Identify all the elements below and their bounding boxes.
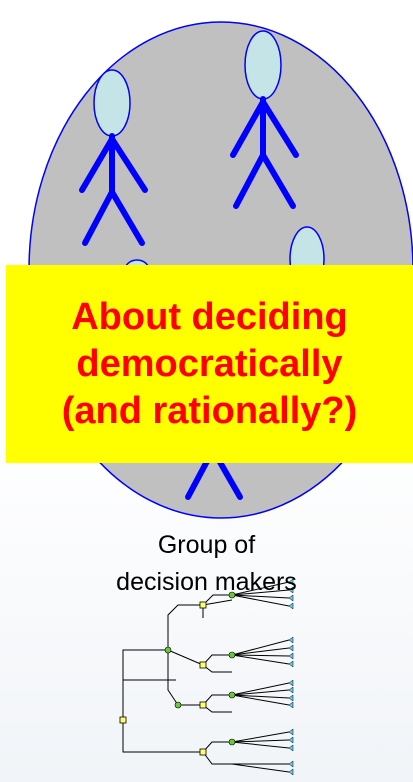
chance-node [228, 651, 236, 659]
decision-tree-nodes [119, 591, 236, 756]
group-caption: Group of decision makers [0, 527, 413, 601]
terminal-node [288, 679, 294, 687]
stick-figure-right [230, 30, 299, 209]
title-banner: About deciding democratically (and ratio… [6, 265, 413, 463]
terminal-node [288, 578, 294, 586]
caption-line-2: decision makers [116, 568, 297, 596]
stick-figure-head [244, 30, 282, 100]
chance-node [174, 701, 182, 709]
terminal-node [288, 728, 294, 736]
terminal-node [288, 686, 294, 694]
decision-node [199, 748, 207, 756]
terminal-node [288, 660, 294, 668]
banner-line-1: About deciding [71, 295, 348, 338]
chance-node [228, 591, 236, 599]
decision-tree-terminals [288, 578, 294, 776]
banner-line-2: democratically [76, 342, 343, 385]
stick-figure-head [93, 69, 131, 137]
terminal-node [288, 768, 294, 776]
terminal-node [288, 694, 294, 702]
caption-line-1: Group of [157, 531, 256, 559]
decision-node [199, 661, 207, 669]
terminal-node [288, 636, 294, 644]
chance-node [228, 738, 236, 746]
terminal-node [288, 760, 294, 768]
terminal-node [288, 586, 294, 594]
stick-figure-left [79, 69, 148, 246]
chance-node [164, 646, 172, 654]
terminal-node [288, 652, 294, 660]
terminal-node [288, 594, 294, 602]
terminal-node [288, 701, 294, 709]
decision-tree [122, 581, 290, 773]
decision-node [119, 716, 127, 724]
chance-node [228, 691, 236, 699]
terminal-node [288, 736, 294, 744]
decision-node [199, 601, 207, 609]
terminal-node [288, 644, 294, 652]
decision-node [199, 701, 207, 709]
terminal-node [288, 744, 294, 752]
terminal-node [288, 602, 294, 610]
banner-line-3: (and rationally?) [61, 389, 358, 432]
